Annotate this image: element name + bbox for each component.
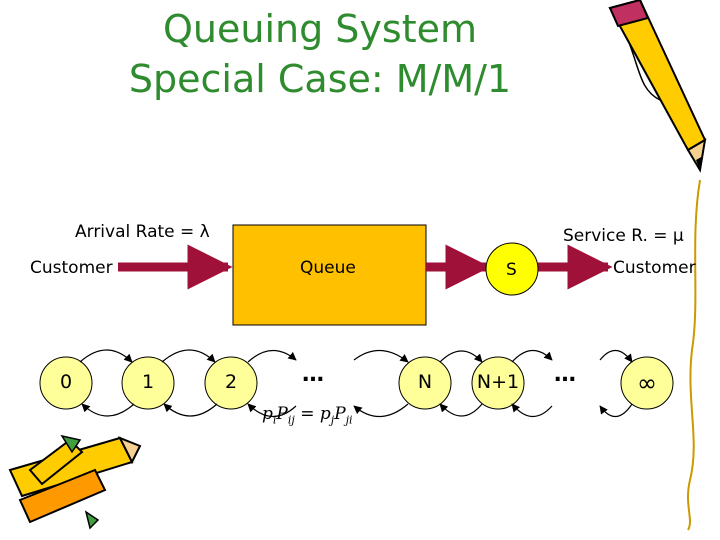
state-node: [39, 356, 93, 410]
state-label: 1: [141, 371, 155, 393]
queue-label: Queue: [300, 258, 356, 278]
transition-arrow: [79, 349, 133, 363]
state-label: N+1: [476, 371, 520, 393]
state-label: N: [417, 371, 433, 393]
transition-arrow: [247, 403, 297, 418]
page-subtitle: Special Case: M/M/1: [128, 57, 512, 101]
arrival-rate-label: Arrival Rate = λ: [75, 222, 210, 242]
server-node: [485, 242, 539, 296]
customer-in-label: Customer: [30, 258, 113, 278]
transition-arrow: [81, 403, 135, 417]
customer-out-label: Customer: [613, 258, 696, 278]
ellipsis: …: [554, 362, 576, 387]
ellipsis: …: [302, 362, 324, 387]
state-node: [204, 356, 258, 410]
transition-arrow: [439, 350, 483, 363]
state-label: 0: [59, 371, 73, 393]
state-node: [620, 356, 674, 410]
state-node: [471, 356, 525, 410]
transition-arrow: [439, 403, 483, 417]
queue-box: [232, 224, 427, 326]
transition-arrow: [163, 403, 218, 417]
balance-equation: piPij = pjPji: [262, 404, 353, 427]
transition-arrow: [247, 349, 297, 363]
pencil-icon: [608, 0, 707, 173]
state-label: 2: [224, 371, 238, 393]
page-title: Queuing System: [162, 7, 477, 51]
transition-arrow: [353, 403, 409, 418]
state-node: [398, 356, 452, 410]
state-label: ∞: [637, 369, 657, 397]
transition-arrow: [599, 403, 633, 418]
pencils-icon: [8, 434, 142, 530]
swirl-decoration: [687, 179, 701, 531]
transition-arrow: [599, 349, 633, 363]
transition-arrow: [511, 349, 553, 363]
state-node: [121, 356, 175, 410]
transition-arrow: [511, 403, 553, 418]
server-label: S: [506, 260, 517, 280]
transition-arrow: [353, 349, 409, 363]
service-rate-label: Service R. = μ: [563, 226, 684, 246]
transition-arrow: [161, 349, 216, 363]
